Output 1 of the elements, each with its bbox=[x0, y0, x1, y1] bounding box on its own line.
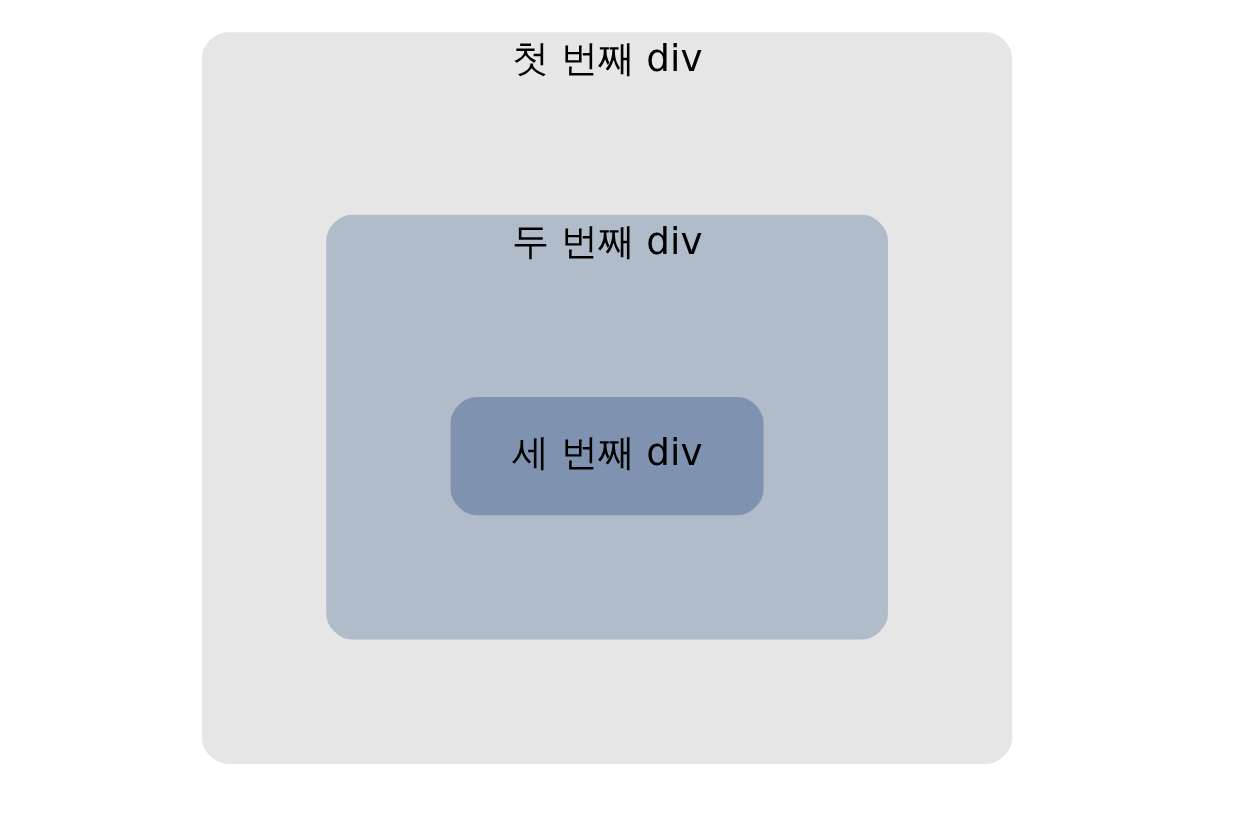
node-box: 세 번째 div bbox=[450, 397, 764, 516]
